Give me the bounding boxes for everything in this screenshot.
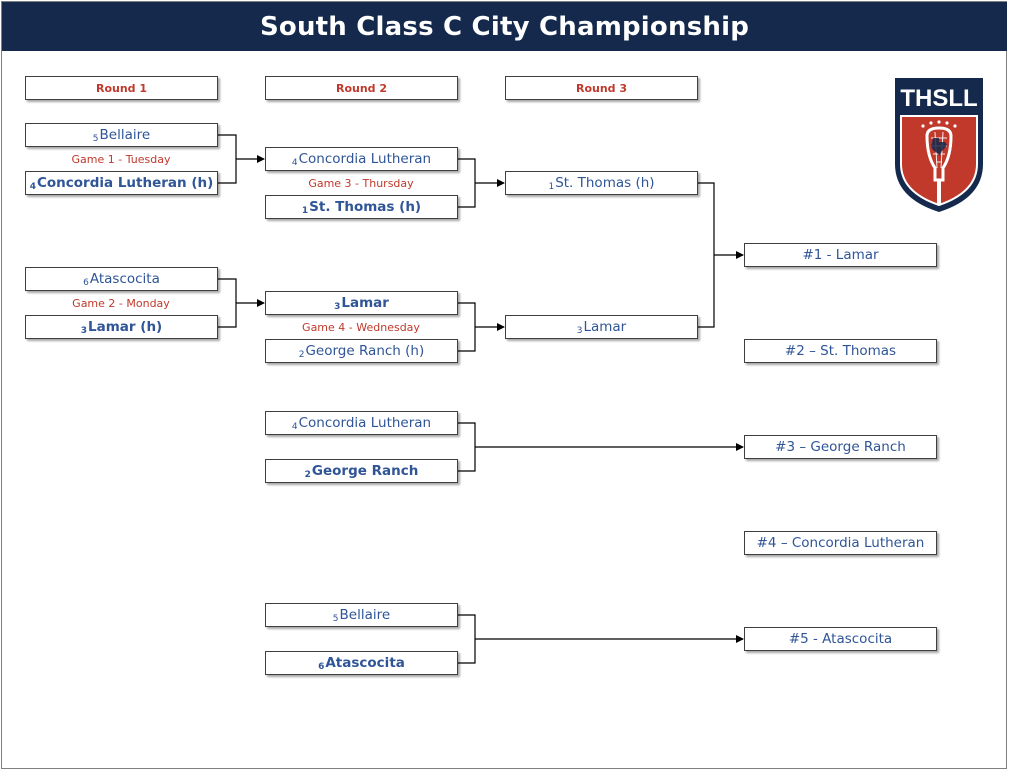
game-1-label: Game 1 - Tuesday [71,153,171,166]
team-name: Concordia Lutheran (h) [36,175,214,191]
placement-5th: #5 - Atascocita [744,627,937,651]
seed-number: 1 [548,182,555,192]
page-title: South Class C City Championship [2,2,1007,51]
placement-2nd: #2 – St. Thomas [744,339,937,363]
placement-3rd: #3 – George Ranch [744,435,937,459]
seed-number: 6 [318,662,325,672]
team-name: St. Thomas (h) [309,199,422,215]
thsll-logo: THSLL [895,78,983,212]
placement-4th: #4 – Concordia Lutheran [744,531,937,555]
team-name: Concordia Lutheran [298,415,432,431]
team-name: Atascocita [325,655,405,671]
seed-number: 4 [291,422,298,432]
seed-number: 2 [298,350,305,360]
game-4-label: Game 4 - Wednesday [302,321,420,334]
seed-number: 5 [92,134,99,144]
round-3-header: Round 3 [505,76,698,100]
team-name: Lamar (h) [88,319,163,335]
team-name: Concordia Lutheran [298,151,432,167]
game-2-label: Game 2 - Monday [72,297,170,310]
team-name: Lamar [583,319,627,335]
team-name: Bellaire [339,607,391,623]
texas-icon [931,138,947,156]
seed-number: 4 [29,182,36,192]
connector-game-2 [218,278,264,328]
connector-consolation-a [458,422,743,472]
connector-game-1 [218,134,264,184]
seed-number: 3 [576,326,583,336]
team-name: George Ranch (h) [305,343,425,359]
seed-number: 3 [80,326,88,336]
connector-championship [698,182,743,328]
team-name: Atascocita [89,271,160,287]
round-1-header: Round 1 [25,76,218,100]
team-name: Lamar [341,295,389,311]
star-icons [921,120,957,128]
logo-text: THSLL [900,85,977,112]
placement-1st: #1 - Lamar [744,243,937,267]
seed-number: 3 [334,302,341,312]
seed-number: 4 [291,158,298,168]
connector-consolation-b [458,614,743,664]
connector-game-4 [458,302,504,352]
game-3-label: Game 3 - Thursday [308,177,414,190]
connector-game-3 [458,158,504,208]
team-name: George Ranch [311,463,419,479]
round-2-header: Round 2 [265,76,458,100]
seed-number: 6 [83,278,89,288]
seed-number: 1 [301,206,309,216]
seed-number: 2 [304,470,311,480]
team-name: Bellaire [99,127,151,143]
seed-number: 5 [332,614,339,624]
team-name: St. Thomas (h) [555,175,655,191]
